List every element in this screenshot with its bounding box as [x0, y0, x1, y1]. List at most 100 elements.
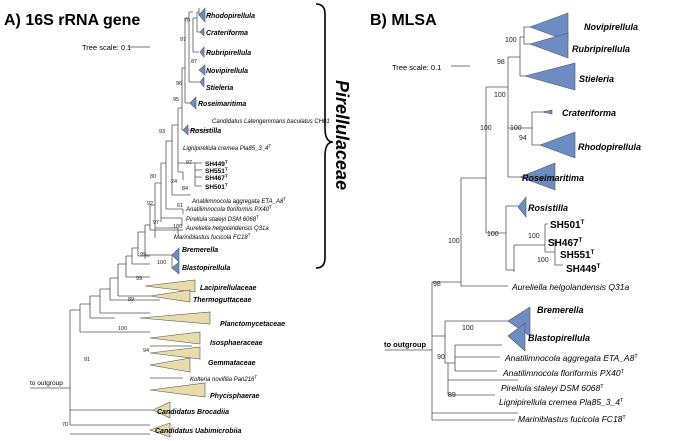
family-bracket	[315, 3, 334, 269]
taxon-label: Blastopirellula	[182, 265, 230, 272]
taxon-label: Anatilimnocola floriformis PX40T	[185, 205, 272, 214]
taxon-label: SH467T	[205, 174, 228, 183]
bootstrap-value: 98	[497, 59, 505, 66]
taxon-label: Blastopirellula	[528, 333, 590, 343]
taxon-label: Mariniblastus fucicola FC18T	[174, 233, 251, 242]
taxon-label: Anatilimnocola floriformis PX40T	[502, 368, 625, 378]
bootstrap-value: 100	[173, 224, 182, 230]
bootstrap-value: 99	[140, 252, 146, 258]
panel-b-taxon-labels: Novipirellula Rubripirellula Stieleria C…	[499, 22, 641, 424]
taxon-label: Phycisphaerae	[210, 393, 260, 400]
taxon-label: Lacipirellulaceae	[200, 285, 257, 292]
bootstrap-value: 100	[510, 125, 522, 132]
taxon-label: Novipirellula	[206, 68, 248, 75]
bootstrap-value: 100	[480, 125, 492, 132]
bootstrap-value: 61	[177, 203, 183, 209]
taxon-label: Candidatus Brocadiia	[157, 409, 229, 416]
bootstrap-value: 100	[494, 92, 506, 99]
taxon-label: Stieleria	[206, 85, 233, 92]
bootstrap-value: 93	[159, 129, 165, 135]
taxon-label: SH501T	[205, 183, 228, 192]
taxon-label: Anatilimnocola aggregata ETA_A8T	[504, 353, 638, 363]
taxon-label: Rhodopirellula	[206, 13, 255, 20]
taxon-label: SH449T	[205, 160, 228, 169]
taxon-label: Roseimaritima	[198, 101, 246, 108]
bootstrap-value: 97	[153, 220, 159, 226]
panel-a: A) 16S rRNA gene Tree scale: 0.1	[4, 3, 352, 438]
panel-a-bootstrap-values: 70 97 87 96 95 93 97 24 84 61 80 92 100 …	[62, 18, 197, 428]
taxon-label: SH501T	[550, 220, 585, 231]
taxon-label: Stieleria	[579, 74, 614, 84]
taxon-label: Gemmataceae	[208, 360, 256, 367]
taxon-label: Rhodopirellula	[578, 142, 641, 152]
taxon-label: Thermoguttaceae	[193, 297, 251, 304]
bootstrap-value: 100	[505, 37, 517, 44]
panel-b-title: B) MLSA	[370, 12, 437, 29]
panel-a-family-clades	[171, 7, 206, 275]
bootstrap-value: 100	[462, 325, 474, 332]
bootstrap-value: 97	[180, 37, 186, 43]
panel-b: B) MLSA Tree scale: 0.1 Novipirellula Ru…	[370, 12, 641, 424]
bootstrap-value: 24	[171, 179, 177, 185]
bootstrap-value: 89	[128, 297, 134, 303]
taxon-label: SH467T	[548, 238, 583, 249]
taxon-label: Kolteria novifilia Pan216T	[190, 375, 257, 384]
taxon-label: Mariniblastus fucicola FC18T	[518, 414, 626, 424]
taxon-label: Rubripirellula	[206, 50, 251, 57]
bootstrap-value: 100	[537, 257, 549, 264]
bootstrap-value: 100	[528, 233, 540, 240]
taxon-label: Aureliella helgolandensis Q31a	[185, 226, 269, 232]
taxon-label: Bremerella	[537, 305, 584, 315]
bootstrap-value: 98	[433, 281, 441, 288]
bootstrap-value: 99	[136, 276, 142, 282]
panel-b-branches	[385, 26, 563, 421]
taxon-label: Bremerella	[182, 247, 218, 254]
panel-a-tree-scale-label: Tree scale: 0.1	[82, 43, 131, 52]
taxon-label: Pirellula staleyi DSM 6068T	[186, 215, 259, 224]
bootstrap-value: 96	[176, 81, 182, 87]
bootstrap-value: 100	[487, 231, 499, 238]
taxon-label: Pirellula staleyi DSM 6068T	[501, 383, 604, 393]
bootstrap-value: 100	[157, 260, 166, 266]
taxon-label: Planctomycetaceae	[220, 321, 285, 328]
bootstrap-value: 94	[143, 348, 149, 354]
taxon-label: SH551T	[560, 250, 595, 261]
bootstrap-value: 80	[150, 174, 156, 180]
panel-a-taxon-labels: Rhodopirellula Crateriforma Rubripirellu…	[155, 13, 330, 435]
bootstrap-value: 97	[186, 160, 192, 166]
taxon-label: Lignipirellula cremea Pla85_3_4T	[499, 397, 624, 407]
taxon-label: Isosphaeraceae	[210, 340, 263, 347]
bootstrap-value: 94	[519, 135, 527, 142]
panel-a-outgroup-label: to outgroup	[30, 380, 63, 387]
bootstrap-value: 100	[118, 326, 127, 332]
taxon-label: Anatilimnocola aggregata ETA_A8T	[191, 197, 286, 206]
bootstrap-value: 95	[173, 97, 179, 103]
bootstrap-value: 90	[437, 354, 445, 361]
taxon-label: Candidatus Uabimicrobiia	[155, 428, 241, 435]
taxon-label: Rubripirellula	[572, 44, 630, 54]
bootstrap-value: 70	[184, 18, 190, 24]
panel-a-outer-clades	[139, 279, 211, 438]
bootstrap-value: 89	[448, 392, 456, 399]
taxon-label: Novipirellula	[584, 22, 638, 32]
taxon-label: Candidatus Laterigemmans baculatus CH01	[212, 119, 330, 125]
bootstrap-value: 84	[182, 186, 188, 192]
bootstrap-value: 91	[84, 357, 90, 363]
taxon-label: Roseimaritima	[522, 173, 584, 183]
panel-a-branches	[30, 8, 210, 435]
taxon-label: Aureliella helgolandensis Q31a	[511, 282, 629, 292]
panel-a-title: A) 16S rRNA gene	[4, 12, 140, 29]
panel-b-family-clades	[507, 12, 576, 352]
panel-b-outgroup-label: to outgroup	[384, 340, 426, 349]
taxon-label: SH551T	[205, 167, 228, 176]
bootstrap-value: 87	[191, 59, 197, 65]
taxon-label: Crateriforma	[206, 30, 248, 37]
bootstrap-value: 100	[448, 238, 460, 245]
panel-b-tree-scale-label: Tree scale: 0.1	[392, 63, 441, 72]
taxon-label: Rosistilla	[528, 203, 568, 213]
taxon-label: Crateriforma	[562, 108, 616, 118]
panel-b-bootstrap-values: 100 98 100 94 100 100 100 100 100 100 98…	[433, 37, 549, 399]
taxon-label: Rosistilla	[190, 128, 221, 135]
bootstrap-value: 92	[147, 201, 153, 207]
